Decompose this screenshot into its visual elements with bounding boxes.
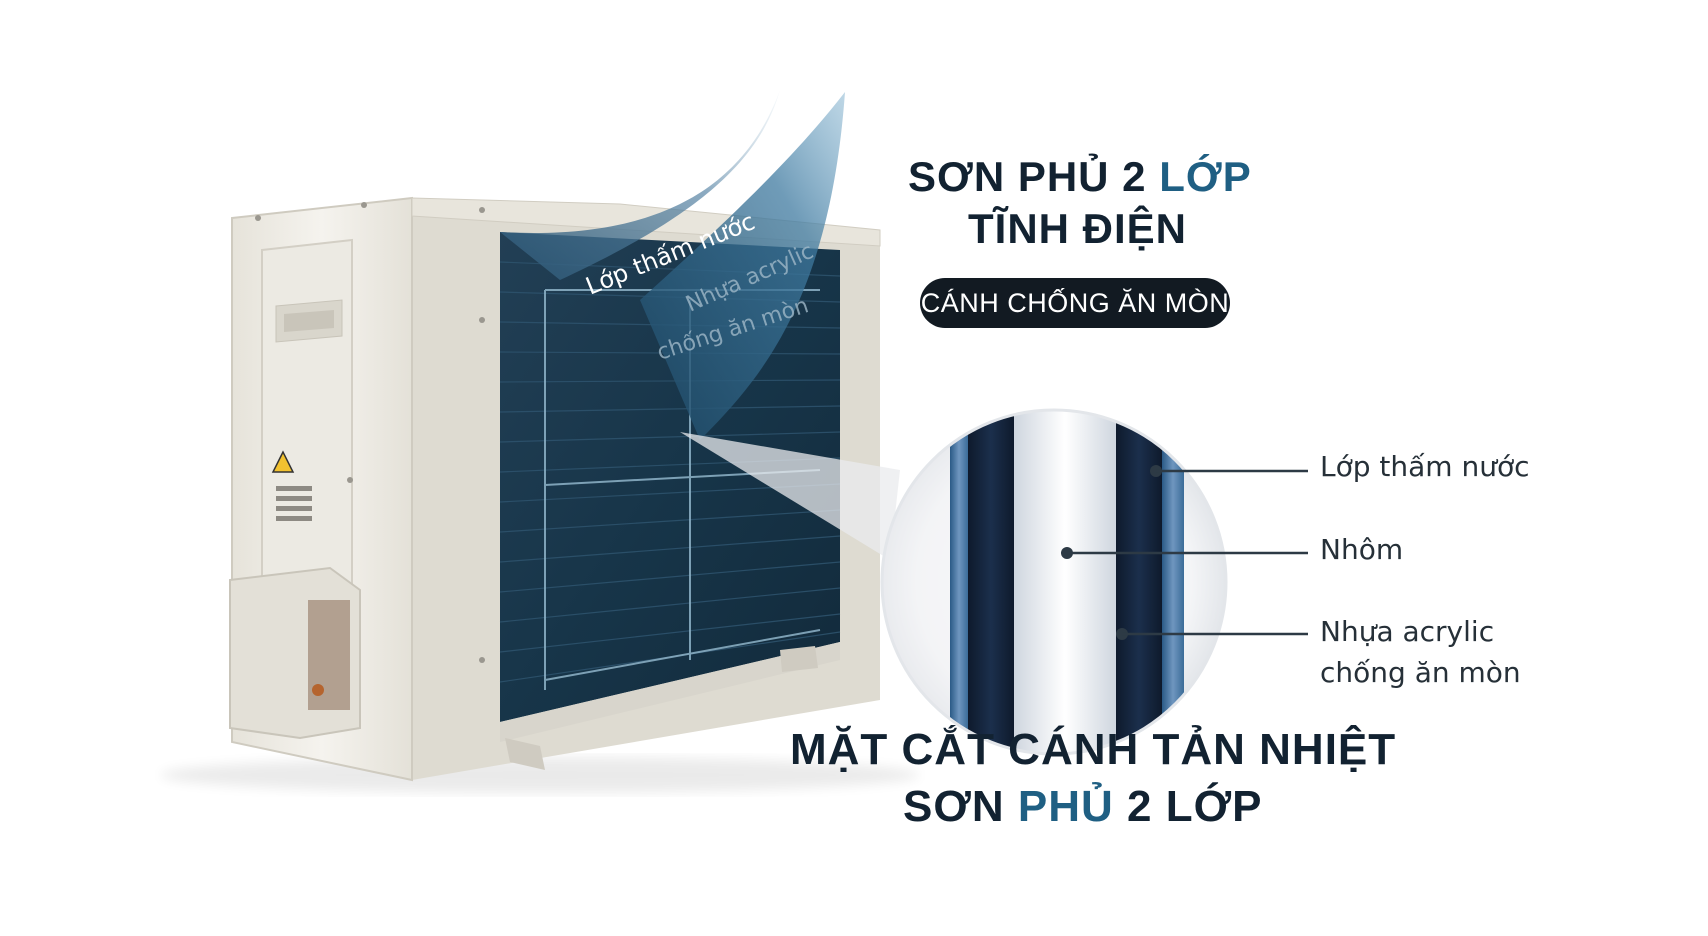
callout-leaders	[1061, 465, 1308, 640]
layer-acrylic-left	[950, 410, 968, 754]
layer-aluminum	[1014, 410, 1116, 754]
cross-section-lens	[880, 408, 1228, 756]
section-title-line-2-accent: PHỦ	[1017, 782, 1114, 831]
callout-acrylic-line-2: chống ăn mòn	[1320, 656, 1521, 689]
callout-acrylic-line-1: Nhựa acrylic	[1320, 615, 1495, 648]
acrylic-sheet	[640, 92, 845, 440]
corrosion-badge: CÁNH CHỐNG ĂN MÒN	[920, 278, 1230, 328]
layer-water-left	[968, 410, 1014, 754]
callout-aluminum: Nhôm	[1320, 533, 1404, 566]
headline-line-1-accent: LỚP	[1159, 153, 1252, 200]
magnifier-pointer	[680, 432, 900, 560]
water-layer-sheet	[500, 90, 780, 280]
headline-line-2: TĨNH ĐIỆN	[968, 205, 1187, 252]
headline-line-1: SƠN PHỦ 2 LỚP	[908, 153, 1252, 201]
callout-water-layer: Lớp thấm nước	[1320, 450, 1530, 483]
section-title-line-2: SƠN PHỦ 2 LỚP	[903, 782, 1262, 832]
section-title-line-2-suffix: 2 LỚP	[1113, 782, 1263, 831]
headline-line-1-prefix: SƠN PHỦ 2	[908, 153, 1160, 200]
section-title-line-1: MẶT CẮT CÁNH TẢN NHIỆT	[790, 725, 1397, 774]
layer-water-right	[1116, 410, 1162, 754]
section-title-line-2-prefix: SƠN	[903, 782, 1018, 831]
layer-acrylic-right	[1162, 410, 1184, 754]
